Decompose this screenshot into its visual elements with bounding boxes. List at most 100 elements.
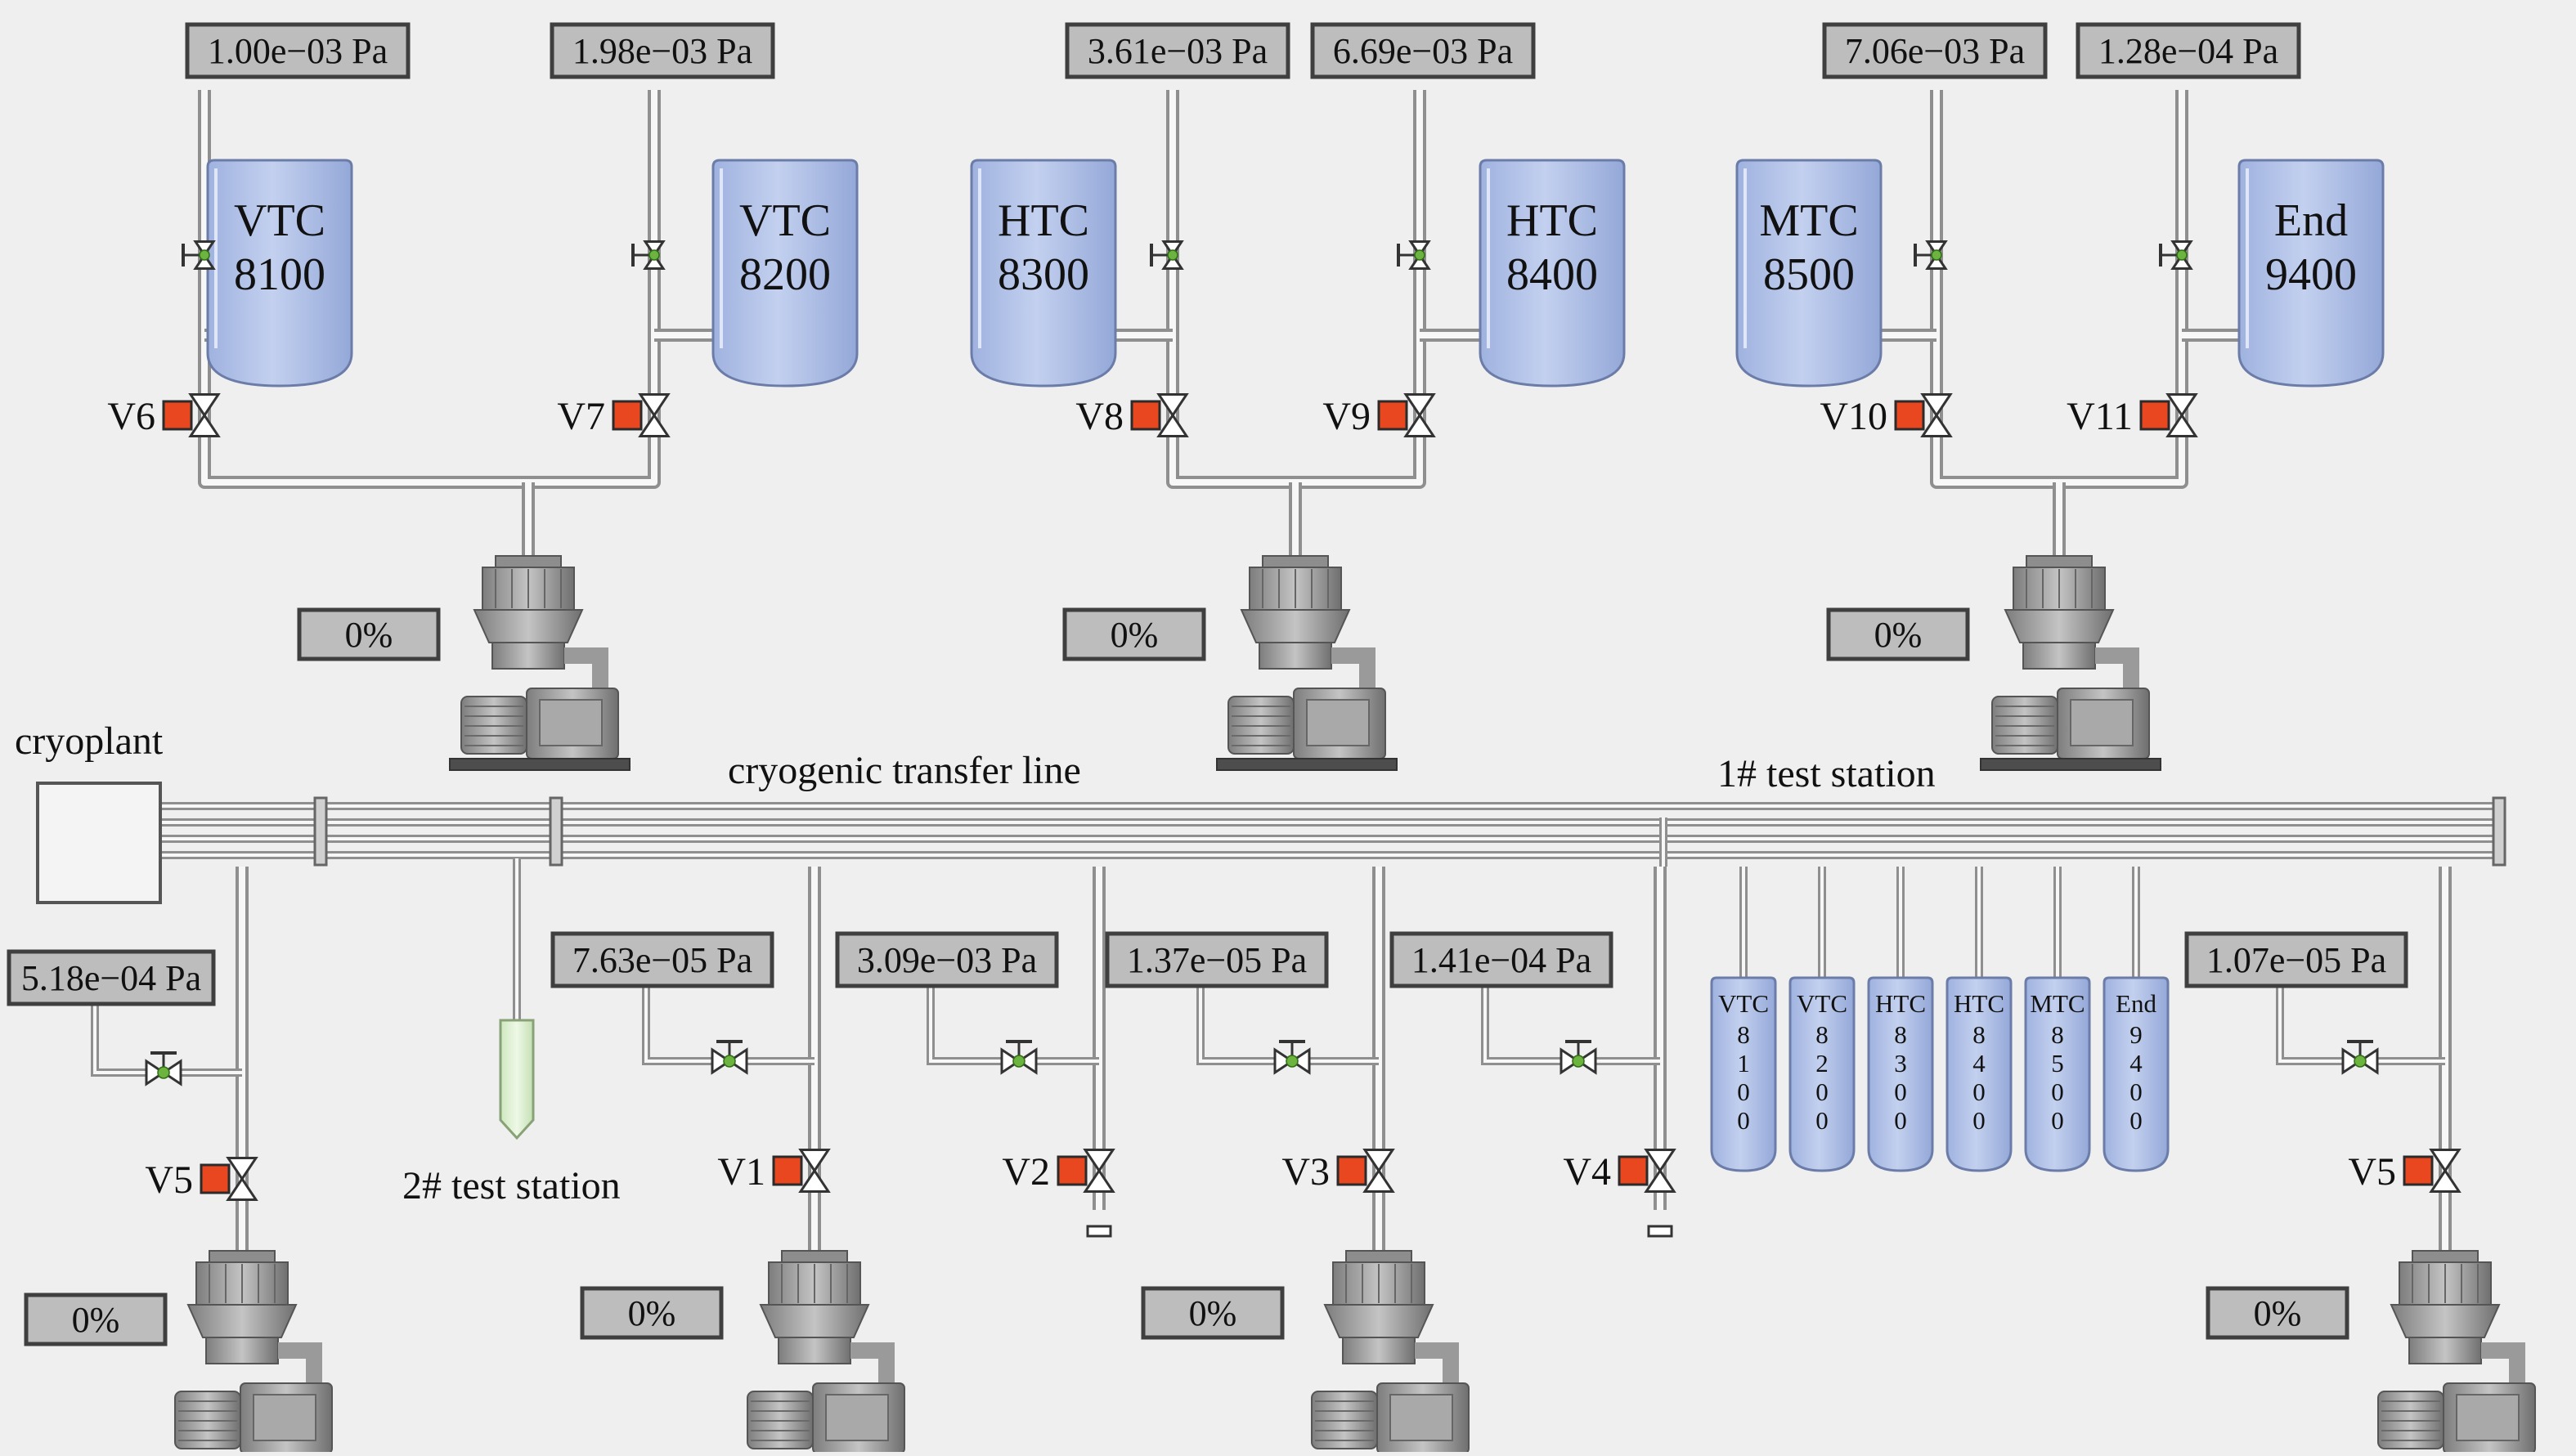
pressure-readout-text: 1.28e−04 Pa — [2098, 31, 2278, 71]
valve-actuator — [1618, 1155, 1649, 1186]
valve-label: V2 — [1002, 1150, 1050, 1194]
pump-percent-text: 0% — [345, 615, 393, 655]
pipe-clamp — [2492, 796, 2506, 867]
pump-percent-text: 0% — [1874, 615, 1923, 655]
pressure-readout: 7.06e−03 Pa — [1822, 22, 2048, 79]
tank-number: 8100 — [234, 249, 325, 300]
pressure-readout-text: 6.69e−03 Pa — [1333, 31, 1513, 71]
gate-valve-icon — [1156, 393, 1189, 437]
gate-valve-icon — [226, 1157, 258, 1201]
tank-digit: 0 — [1815, 1077, 1829, 1106]
transfer-line-label: cryogenic transfer line — [728, 749, 1081, 792]
valve-label: V7 — [557, 395, 605, 438]
pressure-readout-text: 1.37e−05 Pa — [1127, 940, 1307, 980]
pressure-readout-text: 3.09e−03 Pa — [857, 940, 1037, 980]
vacuum-pump-icon — [449, 555, 631, 771]
gate-valve-icon — [1403, 393, 1436, 437]
tank-digit: 0 — [1737, 1077, 1750, 1106]
vent-cap-icon — [1647, 1225, 1673, 1238]
tank-digit: 8 — [1815, 1020, 1829, 1049]
pressure-readout-text: 5.18e−04 Pa — [21, 958, 201, 998]
vacuum-pump-icon — [1299, 1250, 1481, 1456]
valve-label: V1 — [717, 1150, 765, 1194]
station2-label: 2# test station — [402, 1164, 621, 1207]
tank-digit: 1 — [1737, 1049, 1750, 1077]
tank-name: VTC — [234, 195, 325, 246]
pump-percent-box: 0% — [1826, 607, 1970, 661]
pump-percent-box: 0% — [580, 1286, 724, 1340]
gate-valve-icon — [188, 393, 221, 437]
pipe-clamp — [313, 796, 328, 867]
pump-percent-text: 0% — [1189, 1293, 1237, 1333]
pressure-readout: 7.63e−05 Pa — [550, 931, 774, 988]
tank-name: VTC — [1797, 989, 1847, 1018]
tank-number: 8500 — [1763, 249, 1855, 300]
valve-actuator — [1377, 400, 1408, 431]
tank-name: End — [2116, 989, 2156, 1018]
pump-percent-text: 0% — [2254, 1293, 2302, 1333]
labels: cryoplant cryogenic transfer line 1# tes… — [15, 719, 1936, 1207]
tank-number: 9400 — [2265, 249, 2357, 300]
pressure-readout-text: 1.98e−03 Pa — [572, 31, 752, 71]
tank-digit: 0 — [2051, 1106, 2064, 1135]
pressure-readout: 1.98e−03 Pa — [550, 22, 775, 79]
pressure-readout-text: 1.41e−04 Pa — [1411, 940, 1591, 980]
pressure-readout-text: 1.00e−03 Pa — [208, 31, 388, 71]
pump-percent-box: 0% — [2206, 1286, 2349, 1340]
manual-valve-icon — [1560, 1040, 1597, 1075]
tank-name: MTC — [2030, 989, 2085, 1018]
tank-digit: 8 — [1972, 1020, 1986, 1049]
tank-number: 8200 — [739, 249, 831, 300]
gauge-pipe — [91, 1004, 242, 1077]
manual-valve-icon — [2159, 240, 2193, 270]
gauge-pipe — [1196, 986, 1379, 1065]
tank-digit: 9 — [2129, 1020, 2143, 1049]
manual-valve-icon — [1914, 240, 1948, 270]
manual-valve-icon — [631, 240, 666, 270]
tank-digit: 2 — [1815, 1049, 1829, 1077]
pump-percent-text: 0% — [1111, 615, 1159, 655]
valve-label: V3 — [1281, 1150, 1330, 1194]
tank-digit: 8 — [1737, 1020, 1750, 1049]
tank-name: HTC — [1954, 989, 2004, 1018]
pump-percent-box: 0% — [1062, 607, 1206, 661]
pressure-readout: 1.28e−04 Pa — [2076, 22, 2301, 79]
pressure-readout-text: 7.63e−05 Pa — [572, 940, 752, 980]
gate-valve-icon — [1920, 393, 1953, 437]
valve-label: V5 — [2348, 1150, 2396, 1194]
valve-actuator — [162, 400, 193, 431]
tank-name: HTC — [998, 195, 1089, 246]
valve-label: V8 — [1075, 395, 1124, 438]
valve-actuator — [2403, 1155, 2434, 1186]
manual-valve-icon — [711, 1040, 748, 1075]
gate-valve-icon — [1083, 1149, 1115, 1193]
valve-actuator — [1130, 400, 1161, 431]
valve-label: V4 — [1563, 1150, 1611, 1194]
pressure-readout: 3.61e−03 Pa — [1065, 22, 1290, 79]
tank-digit: 0 — [2129, 1077, 2143, 1106]
pump-percent-text: 0% — [72, 1300, 120, 1340]
cryoplant-label: cryoplant — [15, 719, 164, 763]
gate-valve-icon — [2429, 1149, 2462, 1193]
valve-label: V6 — [107, 395, 155, 438]
valve-actuator — [1894, 400, 1925, 431]
pressure-readout: 1.07e−05 Pa — [2184, 931, 2408, 988]
gauge-pipe — [927, 986, 1099, 1065]
pump-percent-box: 0% — [1141, 1286, 1285, 1340]
pressure-readout: 6.69e−03 Pa — [1310, 22, 1536, 79]
tank-digit: 0 — [1737, 1106, 1750, 1135]
tank-digit: 4 — [1972, 1049, 1986, 1077]
pressure-readout-text: 1.07e−05 Pa — [2206, 940, 2386, 980]
pump-percent-box: 0% — [24, 1292, 168, 1346]
tank-digit: 0 — [1894, 1077, 1907, 1106]
tank-digit: 3 — [1894, 1049, 1907, 1077]
gauge-pipe — [1481, 986, 1660, 1065]
